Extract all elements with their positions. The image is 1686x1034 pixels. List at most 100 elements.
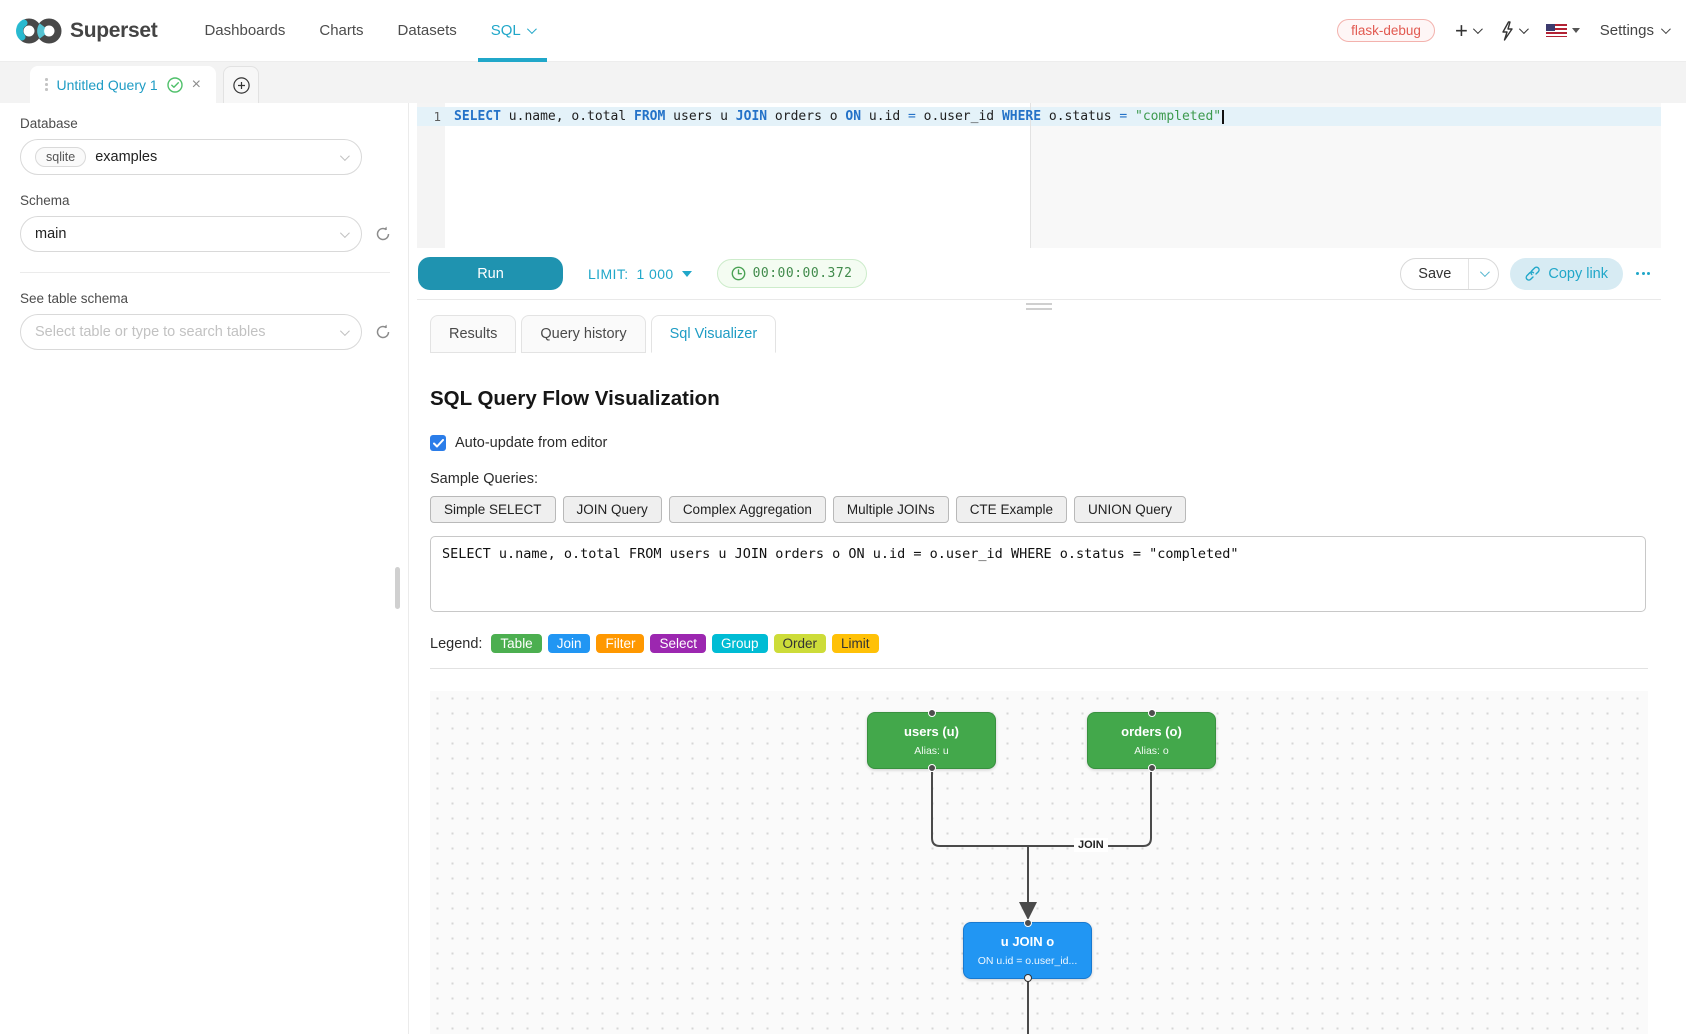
- nav-charts[interactable]: Charts: [319, 22, 364, 39]
- plus-circle-icon: [232, 76, 250, 94]
- chevron-down-icon: [1472, 24, 1483, 35]
- language-picker[interactable]: [1545, 24, 1580, 37]
- flow-edges: [931, 772, 1152, 1034]
- refresh-schemas-button[interactable]: [372, 223, 394, 245]
- legend-chip-table: Table: [491, 634, 542, 653]
- query-tab-untitled[interactable]: Untitled Query 1 ×: [30, 66, 217, 103]
- check-icon: [432, 438, 444, 447]
- copy-link-label: Copy link: [1548, 265, 1608, 282]
- us-flag-icon: [1545, 24, 1567, 37]
- node-handle[interactable]: [1147, 764, 1156, 772]
- nav-sql[interactable]: SQL: [474, 0, 551, 62]
- save-options-button[interactable]: [1468, 258, 1498, 289]
- chevron-down-icon: [339, 150, 350, 161]
- query-tab-title: Untitled Query 1: [56, 76, 158, 93]
- caret-down-icon: [1571, 28, 1580, 33]
- sql-toolbar: Run LIMIT: 1 000 00:00:00.372 Save: [417, 248, 1661, 299]
- query-text-input[interactable]: SELECT u.name, o.total FROM users u JOIN…: [430, 536, 1646, 612]
- visualizer-title: SQL Query Flow Visualization: [430, 387, 720, 410]
- settings-label: Settings: [1599, 22, 1654, 39]
- node-title: users (u): [904, 724, 959, 739]
- node-handle[interactable]: [1023, 974, 1032, 982]
- environment-badge: flask-debug: [1337, 19, 1435, 42]
- copy-link-button[interactable]: Copy link: [1510, 257, 1623, 290]
- sqllab-left-panel: Database sqlite examples Schema main See…: [0, 103, 417, 1034]
- node-subtitle: ON u.id = o.user_id...: [977, 955, 1078, 967]
- sql-editor[interactable]: 1 SELECT u.name, o.total FROM users u JO…: [417, 103, 1661, 248]
- pane-resize-handle[interactable]: [1026, 303, 1052, 310]
- refresh-icon: [376, 324, 390, 339]
- sql-code-line[interactable]: SELECT u.name, o.total FROM users u JOIN…: [454, 109, 1224, 124]
- editor-gutter: [417, 103, 445, 248]
- flow-node-join[interactable]: u JOIN o ON u.id = o.user_id...: [963, 919, 1092, 982]
- database-label: Database: [20, 116, 78, 131]
- new-item-menu[interactable]: +: [1454, 17, 1483, 43]
- plus-icon: +: [1454, 17, 1468, 43]
- active-nav-underline: [477, 57, 547, 62]
- limit-dropdown[interactable]: LIMIT: 1 000: [588, 266, 692, 282]
- database-select[interactable]: sqlite examples: [20, 139, 362, 175]
- close-icon[interactable]: ×: [191, 75, 202, 93]
- chevron-down-icon: [526, 24, 537, 35]
- legend-chip-select: Select: [650, 634, 706, 653]
- node-title: u JOIN o: [1000, 934, 1055, 949]
- caret-down-icon: [681, 270, 692, 277]
- schema-select[interactable]: main: [20, 216, 362, 252]
- node-handle[interactable]: [927, 764, 936, 772]
- superset-logo[interactable]: Superset: [16, 16, 158, 46]
- schema-label: Schema: [20, 193, 70, 208]
- query-timer: 00:00:00.372: [716, 259, 867, 288]
- table-schema-label: See table schema: [20, 291, 129, 306]
- sample-multiple-joins-button[interactable]: Multiple JOINs: [832, 496, 949, 523]
- tab-query-history[interactable]: Query history: [521, 315, 646, 353]
- sample-join-query-button[interactable]: JOIN Query: [562, 496, 662, 523]
- line-number: 1: [433, 109, 441, 124]
- limit-value: 1 000: [636, 265, 674, 282]
- refresh-tables-button[interactable]: [372, 321, 394, 343]
- south-pane-divider: [417, 299, 1661, 310]
- timer-value: 00:00:00.372: [752, 266, 853, 281]
- top-navbar: Superset Dashboards Charts Datasets SQL …: [0, 0, 1686, 62]
- query-search-menu[interactable]: [1500, 20, 1529, 41]
- tab-results[interactable]: Results: [430, 315, 517, 353]
- clock-icon: [731, 266, 745, 281]
- node-handle[interactable]: [1023, 919, 1032, 927]
- section-divider: [430, 668, 1648, 669]
- legend-chip-limit: Limit: [832, 634, 879, 653]
- save-button[interactable]: Save: [1418, 265, 1452, 282]
- db-engine-tag: sqlite: [35, 147, 87, 167]
- run-button[interactable]: Run: [418, 257, 563, 290]
- sample-complex-aggregation-button[interactable]: Complex Aggregation: [668, 496, 826, 523]
- south-pane-tabs: Results Query history Sql Visualizer: [430, 315, 1686, 353]
- table-select-placeholder: Select table or type to search tables: [35, 324, 266, 340]
- join-edge-label: JOIN: [1074, 838, 1108, 852]
- nav-dashboards[interactable]: Dashboards: [204, 22, 286, 39]
- sample-queries-label: Sample Queries:: [430, 471, 538, 487]
- sample-simple-select-button[interactable]: Simple SELECT: [430, 496, 556, 523]
- superset-infinity-icon: [16, 18, 62, 43]
- sidebar-divider: [20, 272, 390, 273]
- save-split-button: Save: [1400, 257, 1500, 290]
- flow-node-users[interactable]: users (u) Alias: u: [867, 709, 996, 772]
- panel-resize-handle[interactable]: [395, 567, 400, 609]
- node-subtitle: Alias: o: [1134, 745, 1169, 757]
- nav-datasets[interactable]: Datasets: [397, 22, 457, 39]
- query-flow-canvas[interactable]: users (u) Alias: u orders (o) Alias: o u…: [430, 691, 1648, 1034]
- sample-union-query-button[interactable]: UNION Query: [1073, 496, 1186, 523]
- auto-update-checkbox[interactable]: [430, 435, 446, 451]
- add-query-tab-button[interactable]: [223, 66, 260, 103]
- schema-value: main: [35, 226, 67, 242]
- node-handle[interactable]: [1147, 709, 1156, 717]
- active-line-highlight: [417, 107, 1661, 126]
- table-select[interactable]: Select table or type to search tables: [20, 314, 362, 350]
- link-icon: [1525, 266, 1541, 281]
- legend-row: Legend: Table Join Filter Select Group O…: [430, 634, 1648, 653]
- drag-handle-icon[interactable]: [45, 78, 48, 91]
- node-handle[interactable]: [927, 709, 936, 717]
- sample-cte-example-button[interactable]: CTE Example: [955, 496, 1067, 523]
- tab-sql-visualizer[interactable]: Sql Visualizer: [650, 315, 777, 353]
- more-menu-button[interactable]: [1634, 268, 1652, 279]
- flow-node-orders[interactable]: orders (o) Alias: o: [1087, 709, 1216, 772]
- settings-menu[interactable]: Settings: [1599, 22, 1671, 39]
- chevron-down-icon: [339, 325, 350, 336]
